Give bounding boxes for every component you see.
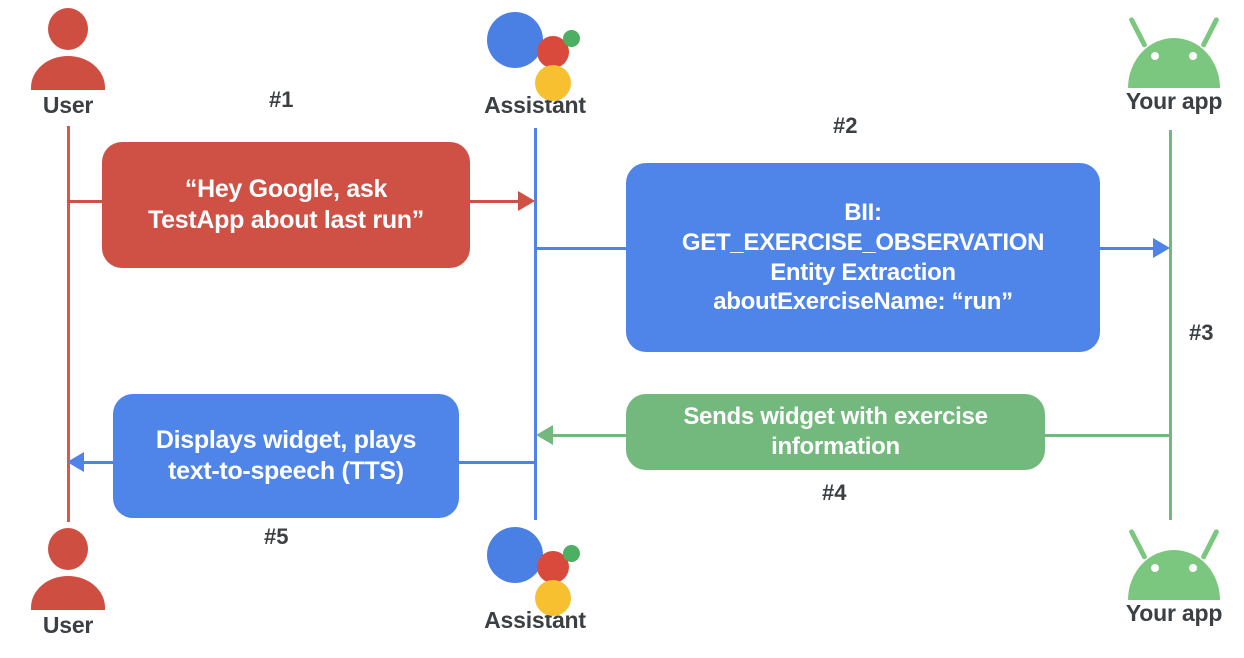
actor-assistant-top: Assistant (471, 8, 599, 117)
actor-assistant-bottom: Assistant (471, 523, 599, 632)
connector-assistant-to-box5 (458, 461, 536, 464)
lifeline-assistant (534, 128, 537, 520)
message-1-line-2: TestApp about last run” (148, 206, 424, 234)
message-2-line-1: BII: (844, 199, 882, 227)
actor-label-your-app-top: Your app (1125, 88, 1223, 114)
actor-label-your-app-bottom: Your app (1125, 600, 1223, 626)
message-2-line-3: Entity Extraction (770, 258, 956, 286)
connector-box2-to-app (1099, 247, 1157, 250)
arrowhead-step-1 (518, 191, 535, 211)
lifeline-user (67, 126, 70, 522)
arrowhead-step-2 (1153, 238, 1170, 258)
message-5-line-2: text-to-speech (TTS) (168, 457, 404, 485)
arrowhead-step-4 (536, 425, 553, 445)
google-assistant-icon (487, 523, 583, 616)
actor-your-app-bottom: Your app (1113, 522, 1235, 625)
actor-label-assistant-top: Assistant (484, 92, 586, 118)
message-2-line-4: aboutExerciseName: “run” (713, 288, 1013, 316)
connector-box4-to-assistant (552, 434, 632, 437)
message-5-line-1: Displays widget, plays (155, 426, 417, 455)
step-number-2: #2 (833, 113, 858, 138)
connector-assistant-to-box2 (534, 247, 632, 250)
message-box-2: BII: GET_EXERCISE_OBSERVATION Entity Ext… (626, 163, 1100, 352)
step-number-1: #1 (269, 87, 294, 112)
user-avatar-icon (25, 528, 111, 610)
actor-label-assistant-bottom: Assistant (484, 607, 586, 633)
connector-app-to-box4 (1044, 434, 1171, 437)
user-avatar-icon (25, 8, 111, 90)
message-2-line-2: GET_EXERCISE_OBSERVATION (681, 228, 1045, 256)
google-assistant-icon (487, 8, 583, 101)
step-number-3: #3 (1189, 320, 1214, 345)
message-4-line-1: Sends widget with exercise (683, 403, 988, 431)
lifeline-your-app (1169, 130, 1172, 520)
arrowhead-step-5 (67, 452, 84, 472)
actor-label-user-top: User (42, 92, 94, 118)
connector-box5-to-user (84, 461, 116, 464)
actor-label-user-bottom: User (42, 612, 94, 638)
step-number-4: #4 (822, 480, 847, 505)
connector-box1-to-assistant (470, 200, 520, 203)
connector-user-to-box1 (67, 200, 107, 203)
message-box-5: Displays widget, plays text-to-speech (T… (113, 394, 459, 518)
android-robot-icon (1120, 522, 1228, 600)
actor-your-app-top: Your app (1113, 10, 1235, 113)
actor-user-bottom: User (22, 528, 114, 637)
actor-user-top: User (22, 8, 114, 117)
message-box-1: “Hey Google, ask TestApp about last run” (102, 142, 470, 268)
message-box-4: Sends widget with exercise information (626, 394, 1045, 470)
message-4-line-2: information (771, 433, 900, 460)
message-1-line-1: “Hey Google, ask (184, 175, 388, 204)
android-robot-icon (1120, 10, 1228, 88)
step-number-5: #5 (264, 524, 289, 549)
